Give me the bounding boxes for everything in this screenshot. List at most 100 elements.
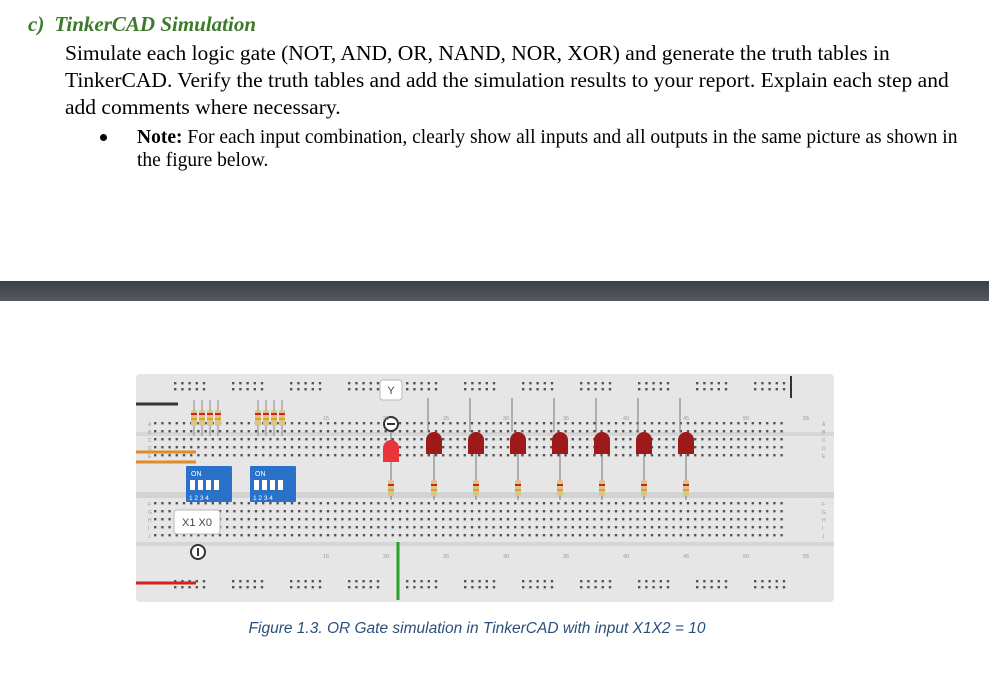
rail-hole bbox=[362, 388, 365, 391]
dip-switch-1[interactable]: ON 1 2 3 4 bbox=[186, 466, 232, 502]
terminal-hole bbox=[175, 438, 178, 441]
resistor-band bbox=[255, 413, 261, 415]
terminal-hole bbox=[737, 534, 740, 537]
terminal-hole bbox=[730, 526, 733, 529]
terminal-hole bbox=[758, 422, 762, 425]
terminal-hole bbox=[398, 454, 402, 457]
input-probe-x1x0[interactable]: X1 X0 bbox=[173, 509, 221, 560]
rail-hole bbox=[420, 388, 423, 391]
terminal-hole bbox=[442, 534, 445, 537]
output-probe-y[interactable]: Y bbox=[379, 379, 403, 432]
rail-hole bbox=[195, 388, 198, 391]
rail-hole bbox=[536, 388, 539, 391]
terminal-hole bbox=[254, 526, 258, 529]
terminal-hole bbox=[463, 446, 466, 449]
terminal-hole bbox=[485, 430, 488, 433]
terminal-hole bbox=[521, 454, 524, 457]
terminal-hole bbox=[211, 534, 214, 537]
terminal-hole bbox=[168, 526, 171, 529]
rail-hole bbox=[754, 586, 757, 589]
terminal-hole bbox=[586, 446, 589, 449]
terminal-hole bbox=[766, 446, 769, 449]
rail-hole bbox=[406, 382, 409, 385]
terminal-hole bbox=[708, 430, 711, 433]
terminal-hole bbox=[542, 510, 546, 513]
terminal-hole bbox=[326, 422, 330, 425]
terminal-hole bbox=[442, 526, 445, 529]
rail-hole bbox=[601, 580, 604, 583]
rail-hole bbox=[195, 580, 198, 583]
terminal-hole bbox=[247, 438, 250, 441]
terminal-hole bbox=[262, 526, 265, 529]
terminal-hole bbox=[672, 502, 675, 505]
terminal-hole bbox=[463, 454, 466, 457]
resistor bbox=[515, 480, 521, 496]
terminal-hole bbox=[766, 526, 769, 529]
rail-hole bbox=[587, 580, 590, 583]
terminal-hole bbox=[600, 510, 603, 513]
terminal-hole bbox=[348, 446, 351, 449]
terminal-hole bbox=[658, 454, 661, 457]
rail-hole bbox=[696, 580, 699, 583]
resistor-band bbox=[215, 413, 221, 415]
terminal-hole bbox=[233, 518, 236, 521]
terminal-hole bbox=[542, 446, 546, 449]
terminal-hole bbox=[276, 526, 279, 529]
terminal-hole bbox=[456, 518, 459, 521]
rail-hole bbox=[246, 388, 249, 391]
terminal-hole bbox=[370, 526, 373, 529]
rail-hole bbox=[761, 388, 764, 391]
resistor-band bbox=[199, 413, 205, 415]
led-array bbox=[383, 398, 694, 500]
dip-switch-2[interactable]: ON 1 2 3 4 bbox=[250, 466, 296, 502]
terminal-hole bbox=[276, 446, 279, 449]
terminal-hole bbox=[629, 526, 632, 529]
terminal-hole bbox=[391, 438, 394, 441]
rail-hole bbox=[522, 382, 525, 385]
terminal-hole bbox=[334, 430, 337, 433]
terminal-hole bbox=[154, 534, 157, 537]
terminal-hole bbox=[262, 446, 265, 449]
terminal-hole bbox=[506, 502, 510, 505]
rail-hole bbox=[311, 580, 314, 583]
terminal-hole bbox=[254, 502, 258, 505]
rail-hole bbox=[427, 382, 430, 385]
terminal-hole bbox=[319, 526, 322, 529]
rail-hole bbox=[703, 382, 706, 385]
terminal-hole bbox=[600, 422, 603, 425]
rail-hole bbox=[471, 388, 474, 391]
terminal-hole bbox=[715, 438, 718, 441]
terminal-hole bbox=[629, 422, 632, 425]
row-letter: G bbox=[148, 510, 152, 516]
terminal-hole bbox=[737, 518, 740, 521]
breadboard-center-channel bbox=[136, 492, 834, 498]
terminal-hole bbox=[506, 430, 510, 433]
terminal-hole bbox=[168, 534, 171, 537]
terminal-hole bbox=[182, 454, 186, 457]
terminal-hole bbox=[233, 510, 236, 513]
terminal-hole bbox=[715, 454, 718, 457]
terminal-hole bbox=[564, 534, 567, 537]
terminal-hole bbox=[204, 422, 207, 425]
rail-hole bbox=[529, 586, 532, 589]
terminal-hole bbox=[708, 446, 711, 449]
terminal-hole bbox=[614, 510, 618, 513]
breadboard-svg: ON 1 2 3 4 ON 1 2 3 4 Y X1 X0 1515202025… bbox=[136, 374, 869, 602]
rail-hole bbox=[761, 382, 764, 385]
terminal-hole bbox=[629, 534, 632, 537]
terminal-hole bbox=[384, 510, 387, 513]
terminal-hole bbox=[398, 534, 402, 537]
terminal-hole bbox=[701, 446, 704, 449]
column-number: 50 bbox=[743, 554, 749, 560]
terminal-hole bbox=[290, 502, 294, 505]
terminal-hole bbox=[276, 518, 279, 521]
terminal-hole bbox=[629, 446, 632, 449]
rail-hole bbox=[550, 580, 554, 583]
rail-hole bbox=[696, 586, 699, 589]
terminal-hole bbox=[622, 430, 625, 433]
terminal-hole bbox=[492, 510, 495, 513]
terminal-hole bbox=[233, 438, 236, 441]
terminal-hole bbox=[571, 438, 574, 441]
rail-hole bbox=[717, 382, 720, 385]
terminal-hole bbox=[218, 454, 222, 457]
